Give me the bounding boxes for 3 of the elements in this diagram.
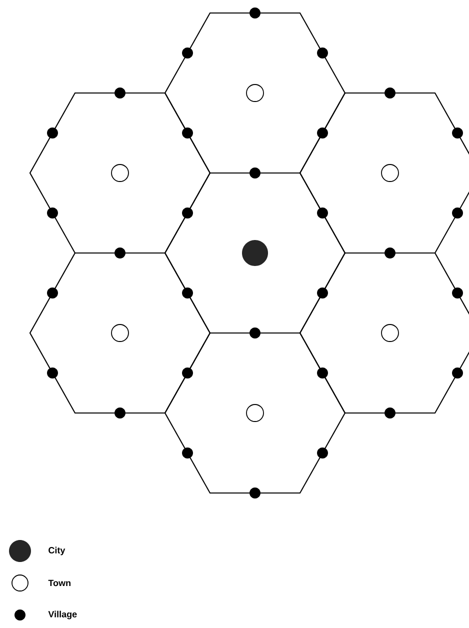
legend-label: Village — [48, 610, 77, 620]
legend-label: Town — [48, 580, 70, 586]
legend-label: City — [48, 546, 66, 556]
